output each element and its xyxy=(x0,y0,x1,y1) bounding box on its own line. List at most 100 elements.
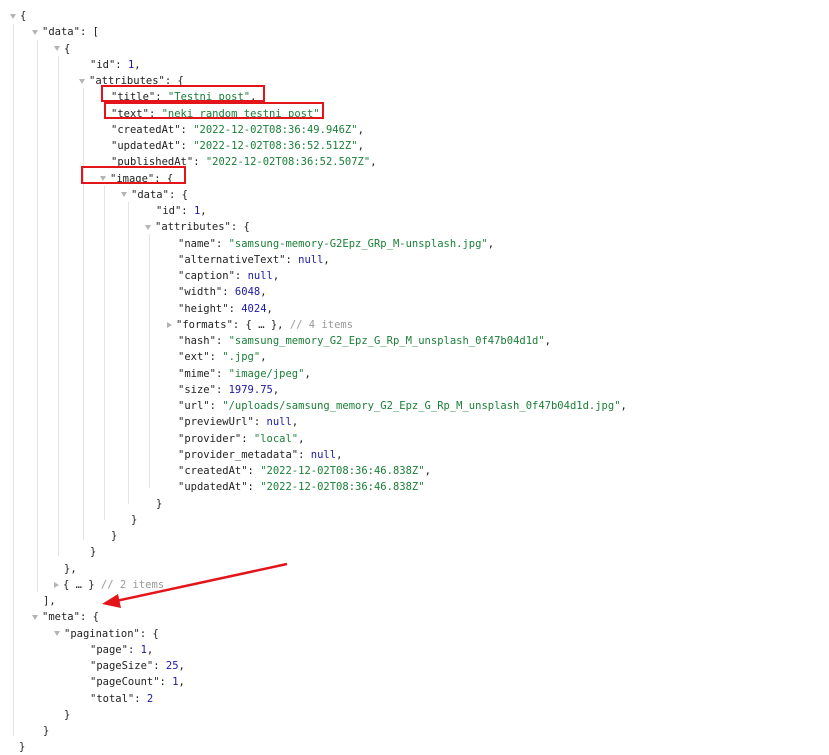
json-value-row: "hash": "samsung_memory_G2_Epz_G_Rp_M_un… xyxy=(178,333,551,349)
json-token-pun: : xyxy=(247,481,261,494)
json-token-kw: null xyxy=(298,253,324,266)
triangle-down-icon[interactable] xyxy=(54,46,60,51)
json-node-row[interactable]: { xyxy=(54,41,70,57)
json-token-str: "2022-12-02T08:36:52.507Z" xyxy=(205,156,371,169)
indent-guide xyxy=(83,88,84,540)
json-token-pun: : xyxy=(215,237,229,250)
json-token-pun: , xyxy=(620,400,627,412)
json-token-str: "2022-12-02T08:36:46.838Z" xyxy=(260,465,425,477)
json-node-row[interactable]: "image": { xyxy=(100,171,173,187)
json-node-row[interactable]: { … } // 2 items xyxy=(54,577,164,593)
json-token-key: "id" xyxy=(156,205,182,217)
json-value-row: "height": 4024, xyxy=(178,301,273,317)
json-token-pun: : xyxy=(180,140,194,152)
json-token-pun: : xyxy=(159,676,173,689)
json-token-pun: : xyxy=(181,205,194,217)
json-token-pun: } xyxy=(19,741,26,754)
json-value-row: "previewUrl": null, xyxy=(178,414,298,430)
arrow-shaft xyxy=(115,562,288,603)
json-token-key: "attributes" xyxy=(155,221,231,234)
json-token-pun: , xyxy=(250,91,257,104)
json-token-kw: null xyxy=(266,416,292,429)
json-token-key: "id" xyxy=(90,58,116,71)
json-token-pun: : xyxy=(215,335,229,347)
triangle-down-icon[interactable] xyxy=(54,631,60,636)
json-token-pun: , xyxy=(266,302,273,315)
json-token-key: "formats" xyxy=(176,318,233,331)
json-token-pun: : xyxy=(134,692,147,705)
json-value-row: } xyxy=(131,512,137,528)
json-token-pun: : xyxy=(209,400,223,412)
json-token-pun: , xyxy=(178,676,185,689)
json-token-str: "local" xyxy=(253,432,299,445)
json-token-num: 2 xyxy=(146,692,154,705)
json-token-pun: , xyxy=(323,253,330,266)
highlight-box xyxy=(101,85,265,102)
json-token-pun: : { xyxy=(164,75,184,87)
json-token-key: "publishedAt" xyxy=(111,156,194,169)
json-token-pun: : { xyxy=(154,172,174,185)
json-token-num: 1 xyxy=(127,58,135,71)
highlight-box xyxy=(81,166,186,184)
json-value-row: } xyxy=(111,528,117,544)
json-token-pun: : xyxy=(285,253,299,266)
triangle-down-icon[interactable] xyxy=(121,192,127,198)
highlight-box xyxy=(104,102,324,119)
json-token-pun: , xyxy=(370,156,377,169)
json-node-row[interactable]: "attributes": { xyxy=(145,219,250,235)
json-token-key: "width" xyxy=(178,286,223,299)
triangle-down-icon[interactable] xyxy=(145,224,151,230)
json-token-str: "samsung_memory_G2_Epz_G_Rp_M_unsplash_0… xyxy=(228,335,545,347)
json-node-row[interactable]: "data": [ xyxy=(32,24,99,40)
json-token-pun: , xyxy=(357,123,364,136)
json-node-row[interactable]: { xyxy=(10,8,26,24)
json-token-key: "attributes" xyxy=(89,75,165,87)
json-node-row[interactable]: "pagination": { xyxy=(54,626,159,642)
json-token-str: "samsung-memory-G2Epz_GRp_M-unsplash.jpg… xyxy=(228,237,488,250)
json-token-cmt: // 2 items xyxy=(94,578,165,591)
json-token-pun: : xyxy=(153,660,166,672)
json-token-pun: : xyxy=(247,465,261,477)
json-token-pun: : { xyxy=(139,627,159,640)
json-token-str: "image/jpeg" xyxy=(228,367,305,380)
json-value-row: } xyxy=(90,544,96,560)
triangle-right-icon[interactable] xyxy=(167,321,172,328)
json-value-row: } xyxy=(43,723,49,739)
json-token-pun: , xyxy=(424,465,431,477)
json-node-row[interactable]: "data": { xyxy=(121,187,188,203)
triangle-down-icon[interactable] xyxy=(32,29,38,35)
indent-guide xyxy=(104,186,105,520)
json-token-num: 1979.75 xyxy=(228,383,273,396)
triangle-right-icon[interactable] xyxy=(54,581,59,588)
json-token-key: "caption" xyxy=(178,270,235,282)
json-node-row[interactable]: "formats": { … }, // 4 items xyxy=(167,317,353,333)
triangle-down-icon[interactable] xyxy=(79,78,85,84)
json-node-row[interactable]: "attributes": { xyxy=(79,73,184,89)
json-token-pun: : { … }, xyxy=(232,318,290,331)
json-token-key: "updatedAt" xyxy=(178,481,248,494)
json-value-row: "total": 2 xyxy=(90,691,153,707)
triangle-down-icon[interactable] xyxy=(100,176,106,181)
json-node-row[interactable]: "meta": { xyxy=(32,609,99,625)
triangle-down-icon[interactable] xyxy=(32,614,38,620)
json-value-row: } xyxy=(19,739,25,755)
json-token-key: "data" xyxy=(42,26,80,39)
json-value-row: "alternativeText": null, xyxy=(178,252,330,268)
json-value-row: "createdAt": "2022-12-02T08:36:49.946Z", xyxy=(111,122,364,138)
json-token-str: "2022-12-02T08:36:52.512Z" xyxy=(193,140,358,152)
json-token-pun: : xyxy=(253,416,267,429)
json-token-pun: , xyxy=(146,643,154,656)
json-token-pun: : { xyxy=(230,221,250,234)
json-token-pun: } xyxy=(43,725,50,737)
json-token-key: "meta" xyxy=(42,611,80,624)
json-token-kw: null xyxy=(247,270,273,282)
json-token-str: "neki random testni post" xyxy=(161,107,320,120)
triangle-down-icon[interactable] xyxy=(10,13,16,19)
json-token-key: "image" xyxy=(110,172,155,185)
json-token-str: ".jpg" xyxy=(222,351,261,364)
json-token-num: 25 xyxy=(165,660,179,672)
json-token-pun: , xyxy=(298,432,305,445)
json-token-key: "pageCount" xyxy=(90,676,160,689)
json-token-key: "hash" xyxy=(178,335,216,347)
